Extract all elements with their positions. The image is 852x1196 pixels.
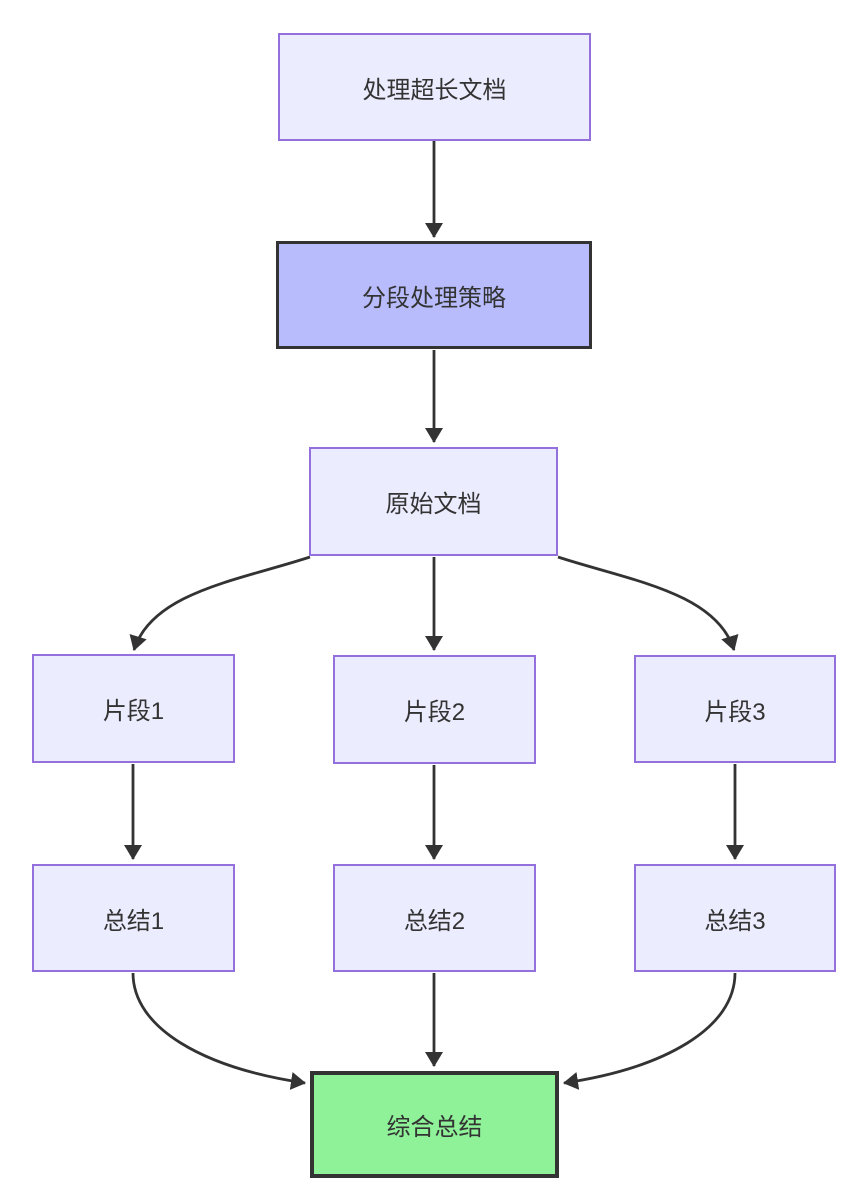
node-label: 总结2 (403, 907, 466, 935)
node-label: 原始文档 (385, 491, 482, 518)
node-summary-1: 总结1 (32, 864, 235, 972)
edge-e3-f (563, 972, 737, 1090)
edge-c-d1 (129, 555, 311, 651)
node-fragment-1: 片段1 (32, 654, 235, 763)
node-label: 片段3 (704, 698, 766, 726)
edge-e1-f (131, 972, 306, 1090)
node-label: 综合总结 (386, 1114, 483, 1141)
node-segmentation-strategy: 分段处理策略 (276, 241, 592, 349)
node-label: 总结1 (102, 907, 165, 935)
node-label: 分段处理策略 (362, 284, 506, 312)
node-final-summary: 综合总结 (310, 1071, 559, 1178)
node-process-long-doc: 处理超长文档 (278, 33, 591, 141)
node-summary-3: 总结3 (634, 864, 836, 972)
node-label: 片段1 (102, 698, 165, 725)
node-label: 片段2 (403, 699, 466, 726)
node-summary-2: 总结2 (333, 864, 536, 972)
edge-c-d3 (557, 555, 739, 651)
node-label: 总结3 (704, 907, 766, 935)
node-fragment-2: 片段2 (333, 655, 536, 764)
node-label: 处理超长文档 (362, 76, 507, 104)
node-original-doc: 原始文档 (309, 447, 558, 556)
node-fragment-3: 片段3 (634, 655, 836, 763)
